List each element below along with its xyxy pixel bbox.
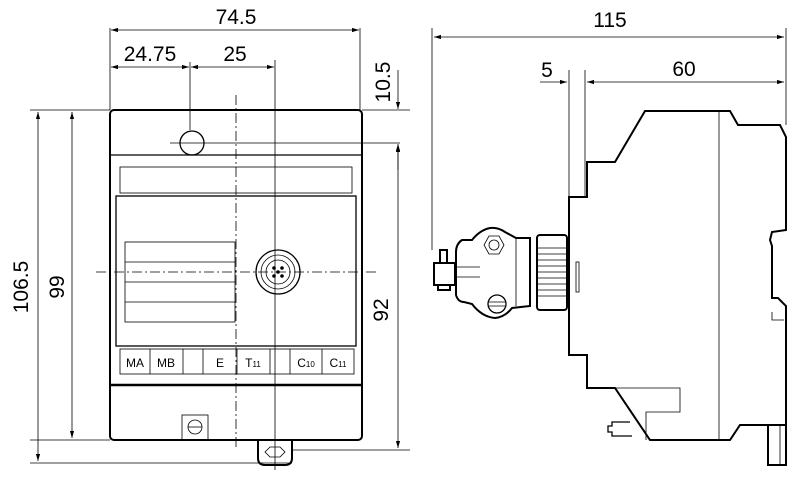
front-dimensions: 74.5 24.75 25 10.5 106.5 99 92 bbox=[10, 6, 410, 464]
side-view bbox=[433, 110, 787, 466]
cable-clamp-screw bbox=[433, 249, 456, 291]
dim-10-5: 10.5 bbox=[372, 62, 395, 103]
side-dimensions: 115 5 60 bbox=[431, 9, 787, 250]
dim-25: 25 bbox=[223, 43, 246, 66]
display-window bbox=[124, 241, 236, 323]
dim-106-5: 106.5 bbox=[10, 261, 33, 314]
screw bbox=[181, 414, 209, 441]
terminal-label: C10 bbox=[297, 356, 315, 370]
dim-115: 115 bbox=[593, 9, 626, 32]
dim-92: 92 bbox=[370, 298, 393, 321]
plug-body bbox=[455, 226, 531, 320]
terminal-label: MA bbox=[126, 356, 144, 370]
dim-5: 5 bbox=[541, 59, 553, 82]
dim-24-75: 24.75 bbox=[124, 43, 177, 66]
dim-99: 99 bbox=[46, 275, 69, 298]
terminal-label: T11 bbox=[245, 356, 261, 370]
side-din-clip bbox=[767, 424, 787, 466]
front-panel bbox=[115, 195, 357, 347]
terminal-label: MB bbox=[157, 356, 175, 370]
side-housing bbox=[568, 110, 787, 441]
dim-74-5: 74.5 bbox=[216, 6, 257, 29]
terminal-strip: MA MB E T11 C10 C11 bbox=[119, 348, 355, 375]
front-view: MA MB E T11 C10 C11 bbox=[96, 60, 400, 470]
terminal-label: C11 bbox=[330, 356, 348, 370]
terminal-label: E bbox=[216, 356, 224, 370]
dim-60: 60 bbox=[672, 58, 695, 81]
knurled-nut bbox=[536, 234, 568, 311]
